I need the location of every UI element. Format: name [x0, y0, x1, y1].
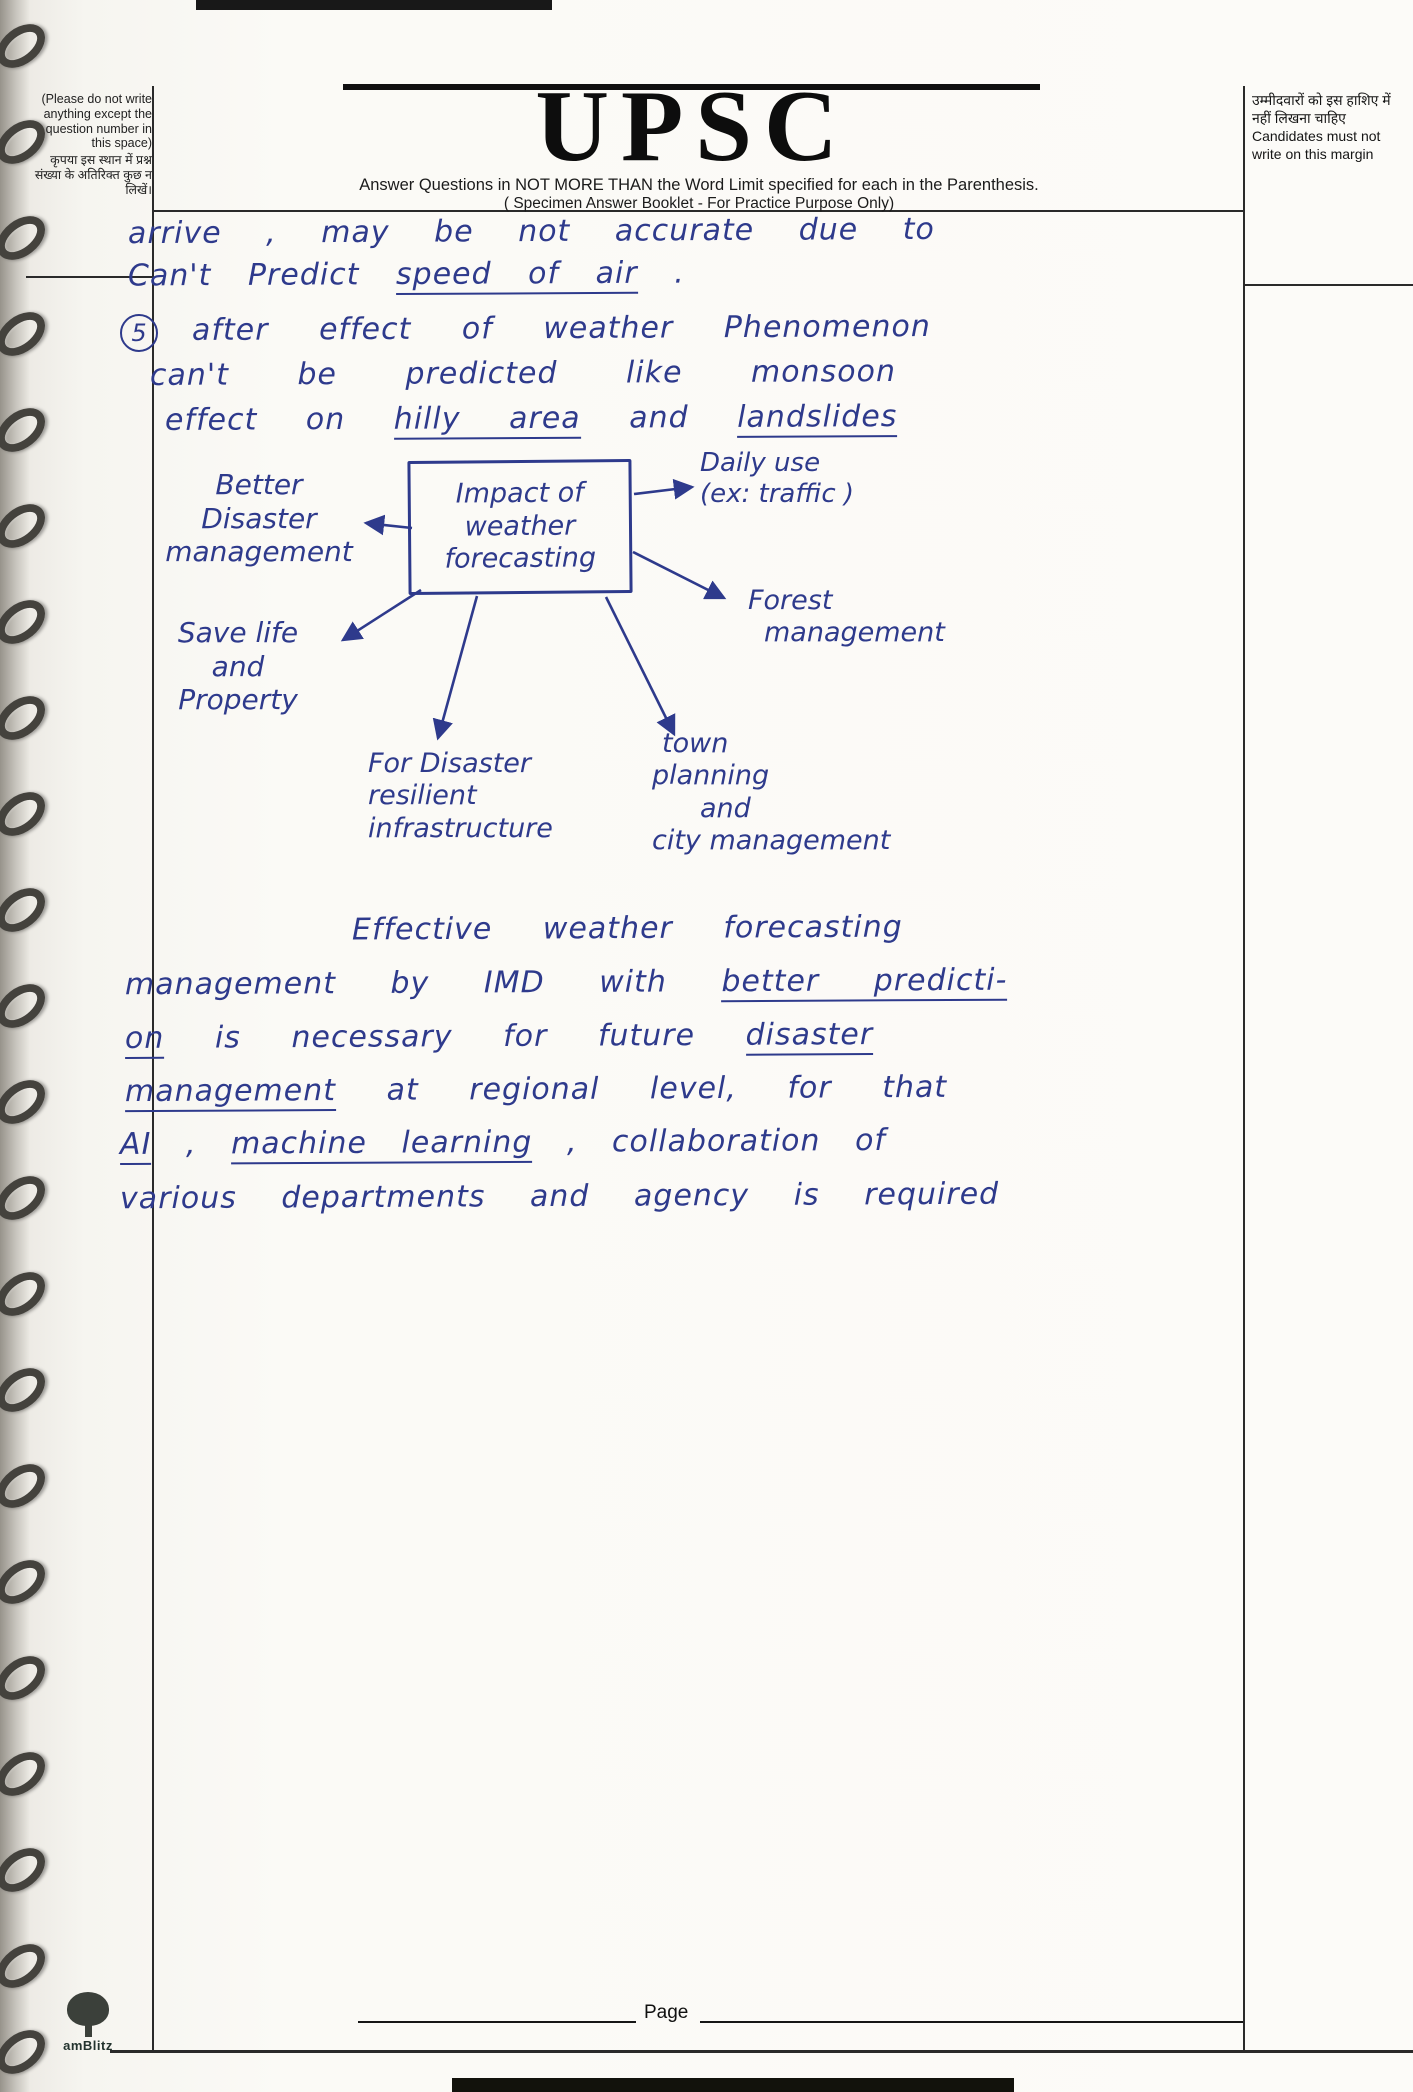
handwriting-underlined-text: on: [124, 1020, 165, 1059]
booklet-title: UPSC: [535, 70, 850, 183]
node-line: management: [165, 535, 353, 569]
handwriting-para1-line2: Can't Predict speed of air .: [127, 255, 685, 296]
handwriting-underlined-text: hilly area: [393, 400, 581, 440]
mindmap-center-line: Impact of: [455, 477, 584, 510]
node-line: city management: [652, 825, 891, 857]
left-margin-note-hindi: कृपया इस स्थान में प्रश्न संख्या के अतिर…: [34, 153, 152, 197]
node-line: Daily use: [700, 448, 821, 478]
scan-artifact-top: [196, 0, 552, 10]
node-line: and: [700, 792, 751, 824]
handwriting-point5-line1: after effect of weather Phenomenon: [191, 309, 931, 348]
header-instruction-line1: Answer Questions in NOT MORE THAN the Wo…: [359, 176, 1039, 194]
header-bottom-rule: [153, 210, 1243, 212]
node-line: and: [211, 649, 265, 683]
handwriting-underlined-text: landslides: [737, 399, 898, 438]
handwriting-text: effect on: [164, 401, 346, 438]
arrow-to-infrastructure: [432, 595, 479, 741]
arrow-to-save-life: [340, 588, 422, 642]
handwriting-text: ,: [185, 1126, 197, 1162]
handwriting-underlined-text: speed of air: [395, 255, 638, 296]
mindmap-node-disaster-resilient-infrastructure: For Disaster resilient infrastructure: [368, 748, 618, 845]
node-line: resilient: [368, 780, 477, 812]
publisher-logo: amBlitz: [56, 1992, 120, 2053]
handwriting-conclusion-line1: Effective weather forecasting: [351, 909, 903, 948]
handwriting-conclusion-line6: various departments and agency is requir…: [119, 1176, 1000, 1217]
right-margin-note-english: Candidates must not write on this margin: [1252, 127, 1381, 162]
handwriting-conclusion-line2: management by IMD with better predicti-: [124, 962, 1008, 1003]
page-label: Page: [644, 2002, 689, 2023]
left-margin-note: (Please do not write anything except the…: [24, 92, 152, 197]
left-column-rule: [152, 86, 154, 2052]
mindmap-center-box: Impact of weather forecasting: [407, 459, 633, 595]
handwriting-text: .: [674, 255, 685, 291]
page-bottom-rule: [110, 2050, 1413, 2053]
left-margin-note-english: (Please do not write anything except the…: [41, 92, 152, 151]
footer-rule-left: [358, 2021, 636, 2023]
handwriting-text: at regional level, for that: [386, 1069, 948, 1108]
handwriting-underlined-text: AI: [119, 1126, 152, 1166]
handwriting-para1-line1: arrive , may be not accurate due to: [127, 211, 935, 252]
mindmap-node-forest-management: Forest management: [748, 585, 968, 650]
handwriting-text: , collaboration of: [566, 1122, 887, 1160]
handwriting-conclusion-line3: on is necessary for future disaster: [124, 1017, 874, 1059]
node-line: For Disaster: [368, 748, 532, 779]
node-line: management: [764, 617, 945, 649]
node-line: town: [662, 728, 729, 759]
tree-icon: [56, 1992, 120, 2037]
node-line: Better: [215, 468, 303, 501]
node-line: Property: [178, 683, 298, 717]
mindmap-center-line: forecasting: [444, 542, 597, 576]
right-margin-rule: [1245, 284, 1413, 286]
handwriting-underlined-text: machine learning: [230, 1124, 533, 1165]
handwriting-underlined-text: better predicti-: [721, 962, 1008, 1003]
handwriting-point5-line3: effect on hilly area and landslides: [164, 399, 898, 440]
handwriting-underlined-text: management: [124, 1073, 337, 1113]
footer-rule-right: [700, 2021, 1243, 2023]
mindmap-node-save-life-property: Save life and Property: [158, 616, 318, 717]
node-line: Disaster: [201, 501, 317, 535]
handwriting-conclusion-line4: management at regional level, for that: [124, 1069, 948, 1113]
node-line: Forest: [748, 585, 833, 616]
header-instruction-line2: ( Specimen Answer Booklet - For Practice…: [503, 195, 895, 212]
handwriting-underlined-text: disaster: [745, 1017, 874, 1056]
header-top-rule: [343, 84, 1040, 90]
mindmap-node-better-disaster-management: Better Disaster management: [145, 468, 373, 569]
publisher-logo-text: amBlitz: [63, 2038, 113, 2053]
arrow-to-daily-use: [633, 478, 695, 500]
mindmap-node-daily-use: Daily use (ex: traffic ): [700, 448, 910, 510]
mindmap-center-line: weather: [464, 510, 576, 543]
handwriting-text: and: [629, 400, 689, 436]
left-margin-rule: [26, 276, 154, 278]
point-number-badge: 5: [120, 314, 158, 352]
handwriting-text: is necessary for future: [214, 1017, 696, 1056]
scan-artifact-bottom: [452, 2078, 1014, 2092]
handwriting-text: management by IMD with: [124, 964, 667, 1003]
tree-canopy: [67, 1992, 109, 2026]
arrow-to-town-planning: [604, 596, 676, 737]
handwriting-point5-line2: can't be predicted like monsoon: [149, 354, 897, 393]
handwriting-text: Can't Predict: [127, 257, 360, 294]
mindmap-node-town-planning-city-management: town planning and city management: [652, 728, 912, 858]
arrow-to-forest-management: [632, 550, 727, 600]
node-line: planning: [652, 760, 770, 792]
node-line: (ex: traffic ): [700, 479, 855, 510]
right-margin-note: उम्मीदवारों को इस हाशिए में नहीं लिखना च…: [1252, 92, 1406, 164]
node-line: infrastructure: [368, 812, 553, 844]
node-line: Save life: [177, 616, 299, 649]
right-column-rule: [1243, 86, 1245, 2052]
page-edge-shadow: [0, 0, 30, 2092]
right-margin-note-hindi: उम्मीदवारों को इस हाशिए में नहीं लिखना च…: [1252, 92, 1391, 126]
tree-trunk: [84, 2023, 92, 2037]
handwriting-conclusion-line5: AI , machine learning , collaboration of: [119, 1122, 887, 1166]
